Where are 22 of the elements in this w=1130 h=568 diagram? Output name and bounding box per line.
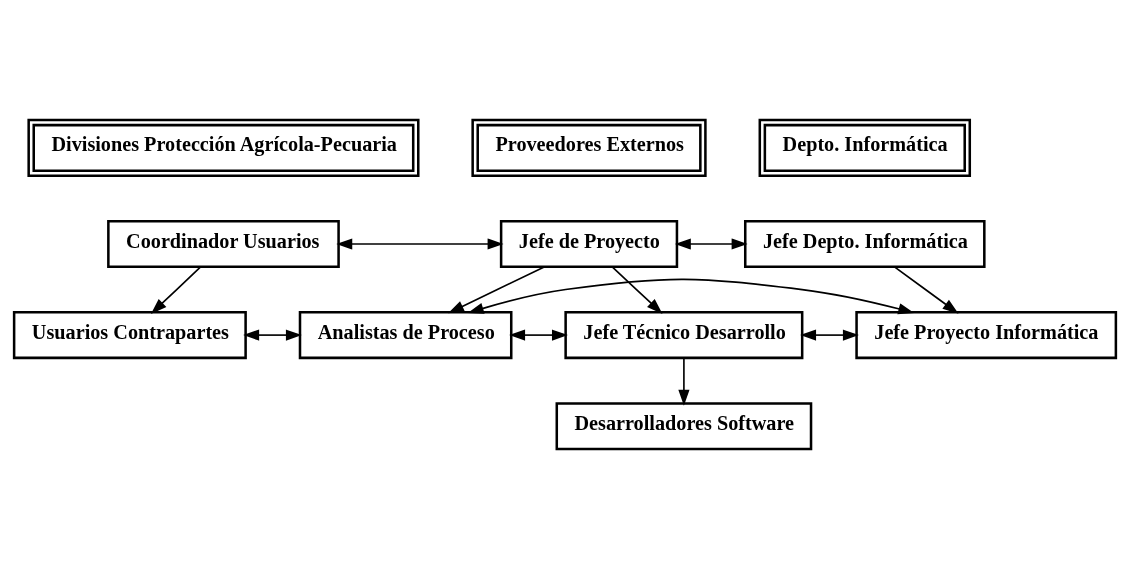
arrow xyxy=(448,265,545,313)
node-box: Jefe Proyecto Informática xyxy=(855,310,1118,359)
arrow xyxy=(467,278,915,314)
arrow xyxy=(800,329,859,341)
node-box: Proveedores Externos xyxy=(471,118,707,177)
node-box: Analistas de Proceso xyxy=(298,310,513,359)
node-box: Usuarios Contrapartes xyxy=(12,310,247,359)
node-box: Depto. Informática xyxy=(758,118,972,177)
arrow xyxy=(893,265,959,314)
arrow xyxy=(243,329,302,341)
node-box: Coordinador Usuarios xyxy=(107,219,340,268)
arrow xyxy=(678,356,690,406)
arrow xyxy=(150,265,202,314)
node-box: Jefe Depto. Informática xyxy=(744,219,986,268)
arrow xyxy=(674,237,748,250)
node-box: Divisiones Protección Agrícola-Pecuaria xyxy=(27,118,420,177)
arrow xyxy=(611,265,663,314)
arrow xyxy=(509,329,568,341)
node-box: Jefe Técnico Desarrollo xyxy=(564,310,804,359)
arrow xyxy=(336,237,504,250)
node-box: Desarrolladores Software xyxy=(555,401,813,450)
node-box: Jefe de Proyecto xyxy=(499,219,679,268)
